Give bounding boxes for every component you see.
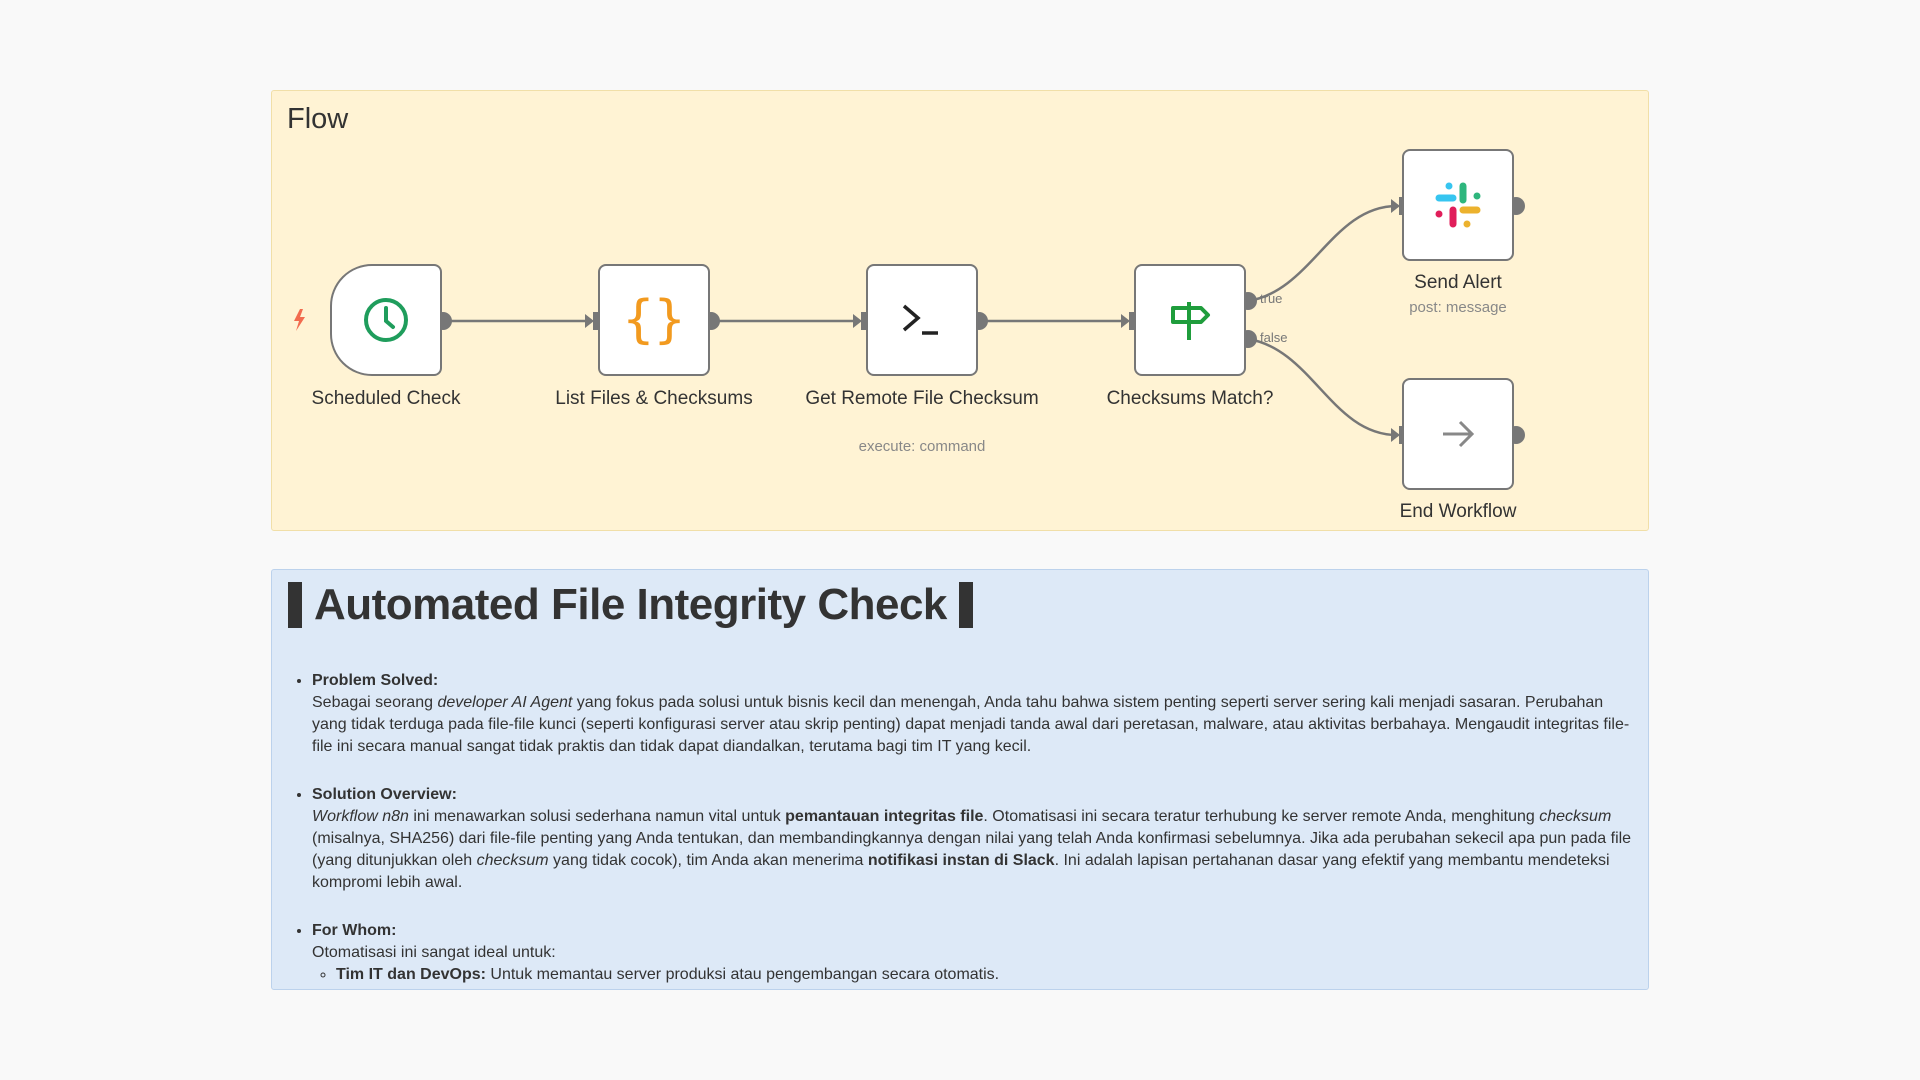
section-text: . Ini adalah lapisan pertahanan dasar ya… [312, 852, 1610, 891]
node-scheduled-check[interactable] [330, 264, 442, 376]
section-text: developer AI Agent [437, 694, 573, 711]
section-heading: For Whom: [312, 922, 397, 939]
node-checksums-match[interactable] [1134, 264, 1246, 376]
sub-list-item: Tim IT dan DevOps: Untuk memantau server… [336, 964, 1632, 986]
node-get-remote-checksum[interactable] [866, 264, 978, 376]
section-text: (misalnya, SHA256) dari file-file pentin… [312, 830, 1632, 869]
node-label: End Workflow [1399, 501, 1517, 522]
description-section: Problem Solved: Sebagai seorang developer… [312, 670, 1632, 758]
sub-item-text: Untuk memantau server produksi atau peng… [485, 966, 1000, 983]
node-label: Checksums Match? [1106, 388, 1274, 409]
description-section: Solution Overview: Workflow n8n ini menaw… [312, 784, 1632, 894]
section-text: pemantauan integritas file [785, 808, 984, 825]
description-panel: Automated File Integrity Check Problem S… [271, 569, 1649, 990]
node-subtitle: execute: command [858, 438, 986, 455]
section-text: yang fokus pada solusi untuk bisnis keci… [312, 694, 1630, 755]
node-send-alert[interactable] [1402, 149, 1514, 261]
lightning-icon [294, 309, 305, 331]
edge-false-to-end [1247, 337, 1398, 437]
section-text: checksum [1539, 808, 1612, 825]
description-title: Automated File Integrity Check [314, 580, 947, 629]
node-label: Scheduled Check [311, 388, 461, 409]
section-heading: Problem Solved: [312, 672, 439, 689]
output-true-label: true [1260, 291, 1283, 306]
node-end-workflow[interactable] [1402, 378, 1514, 490]
section-text: . Otomatisasi ini secara teratur terhubu… [983, 808, 1540, 825]
missing-glyph-icon [958, 582, 973, 628]
flow-panel: Flow Scheduled Check {} List Files & Che… [271, 90, 1649, 531]
description-heading: Automated File Integrity Check [288, 580, 973, 630]
arrow-right-icon [1443, 420, 1475, 448]
flow-title: Flow [287, 103, 349, 135]
code-braces-icon: {} [622, 290, 686, 350]
signpost-icon [1171, 302, 1210, 340]
section-text: ini menawarkan solusi sederhana namun vi… [408, 808, 786, 825]
clock-icon [364, 298, 408, 342]
terminal-icon [902, 304, 938, 335]
section-text: Workflow n8n [312, 808, 409, 825]
node-label: Send Alert [1414, 272, 1502, 293]
slack-icon [1435, 182, 1481, 228]
section-text: notifikasi instan di Slack [867, 852, 1055, 869]
section-text: checksum [476, 852, 549, 869]
description-section: For Whom: Otomatisasi ini sangat ideal un… [312, 920, 1632, 986]
missing-glyph-icon [288, 582, 302, 628]
section-text: Sebagai seorang [312, 694, 438, 711]
node-subtitle: post: message [1409, 299, 1507, 316]
output-false-label: false [1260, 330, 1288, 345]
section-heading: Solution Overview: [312, 786, 457, 803]
node-list-files[interactable]: {} [598, 264, 710, 376]
section-text: Otomatisasi ini sangat ideal untuk: [312, 944, 556, 961]
description-sections: Problem Solved: Sebagai seorang developer… [284, 670, 1632, 989]
section-text: yang tidak cocok), tim Anda akan menerim… [548, 852, 868, 869]
sub-item-label: Tim IT dan DevOps: [336, 966, 486, 983]
node-label: List Files & Checksums [555, 388, 753, 409]
node-label: Get Remote File Checksum [805, 388, 1039, 409]
edge-true-to-alert [1247, 204, 1398, 303]
